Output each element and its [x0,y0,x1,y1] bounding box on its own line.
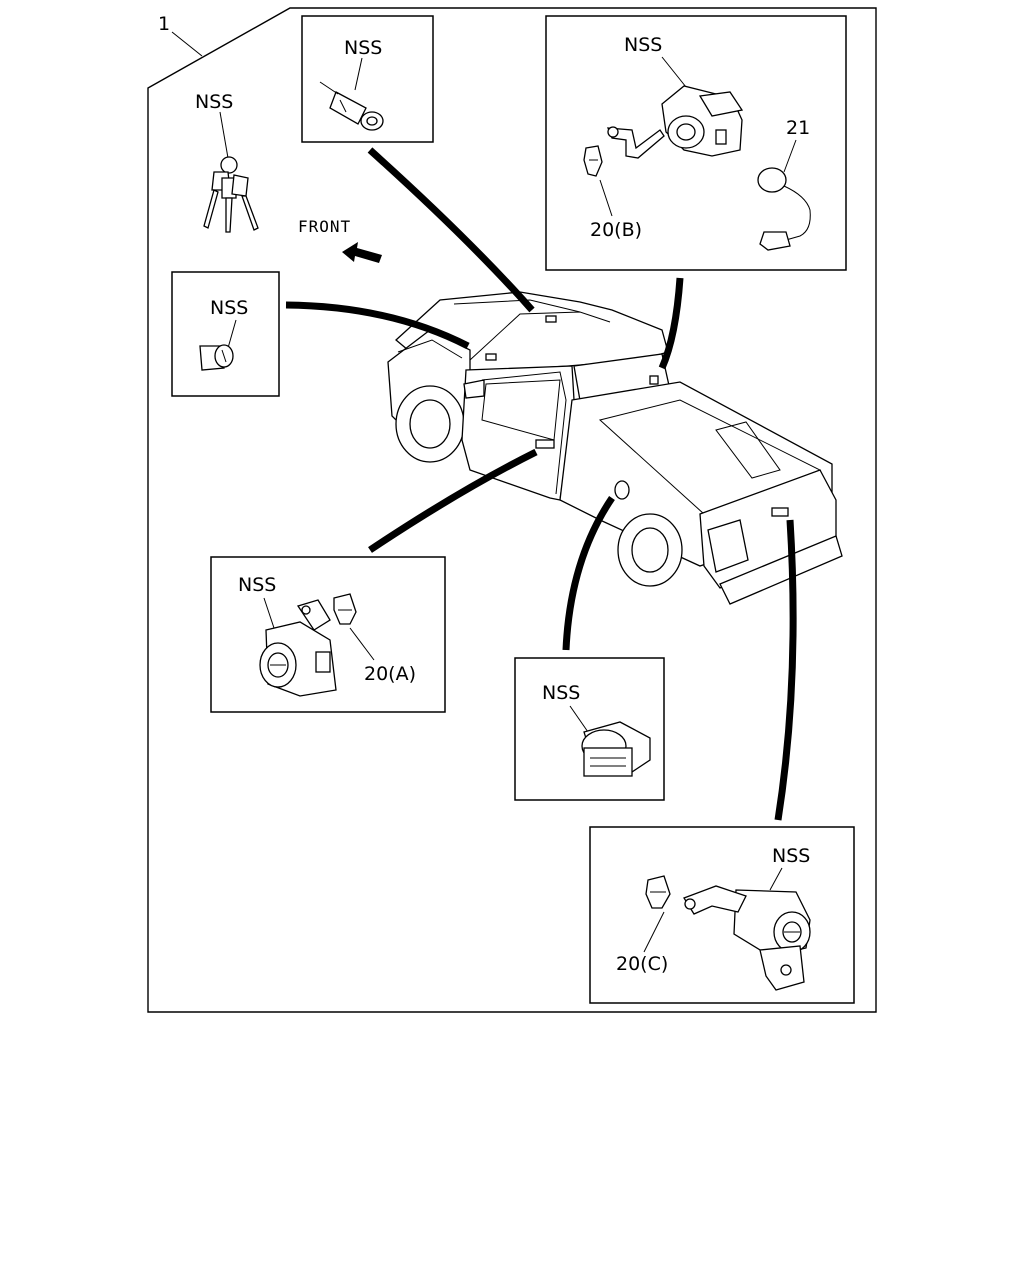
glovebox-cylinder-label: NSS [210,297,248,319]
rear-window-clip-icon [583,145,603,177]
ignition-cylinder-box: NSS [301,15,434,143]
tailgate-clip-icon [645,875,671,909]
rear-window-clip-label: 20(B) [590,219,642,241]
door-cylinder-icon [259,599,337,697]
fuel-lid-lock-icon [581,721,651,777]
leader-tailgate [774,519,797,821]
fuel-lid-lock-label: NSS [542,682,580,704]
keys-group: NSS [195,91,259,233]
leader-door [368,448,538,553]
leader-rear-window [658,277,684,370]
tailgate-cylinder-box: NSS 20(C) [589,826,855,1004]
glovebox-cylinder-box: NSS [171,271,280,397]
pickup-truck-illustration [387,291,843,605]
assembly-frame [147,7,877,1013]
leader-glovebox [285,301,470,350]
leader-fuel-lid [562,496,615,651]
rear-window-lock-box: NSS 20(B) 21 [545,15,847,271]
fuel-lid-lock-box: NSS [514,657,665,801]
tailgate-cylinder-icon [683,885,811,991]
tailgate-clip-label: 20(C) [616,953,668,975]
door-cylinder-box: NSS 20(A) [210,556,446,713]
ignition-cylinder-icon [319,81,384,131]
keys-leader [219,111,229,159]
door-clip-icon [333,593,357,625]
assembly-leader [171,31,203,57]
keys-label: NSS [195,91,233,113]
ignition-cylinder-label: NSS [344,37,382,59]
glovebox-cylinder-icon [199,344,234,371]
rear-window-lock-icon [607,85,744,159]
rear-window-lock-label: NSS [624,34,662,56]
leader-ignition [367,147,535,313]
door-cylinder-label: NSS [238,574,276,596]
door-clip-label: 20(A) [364,663,416,685]
assembly-number: 1 [158,13,170,35]
front-label: FRONT [298,217,351,236]
tailgate-cylinder-label: NSS [772,845,810,867]
rear-window-switch-icon [757,167,811,251]
key-icon [203,156,259,233]
rear-window-part-label: 21 [786,117,810,139]
front-arrow-icon [342,242,382,263]
